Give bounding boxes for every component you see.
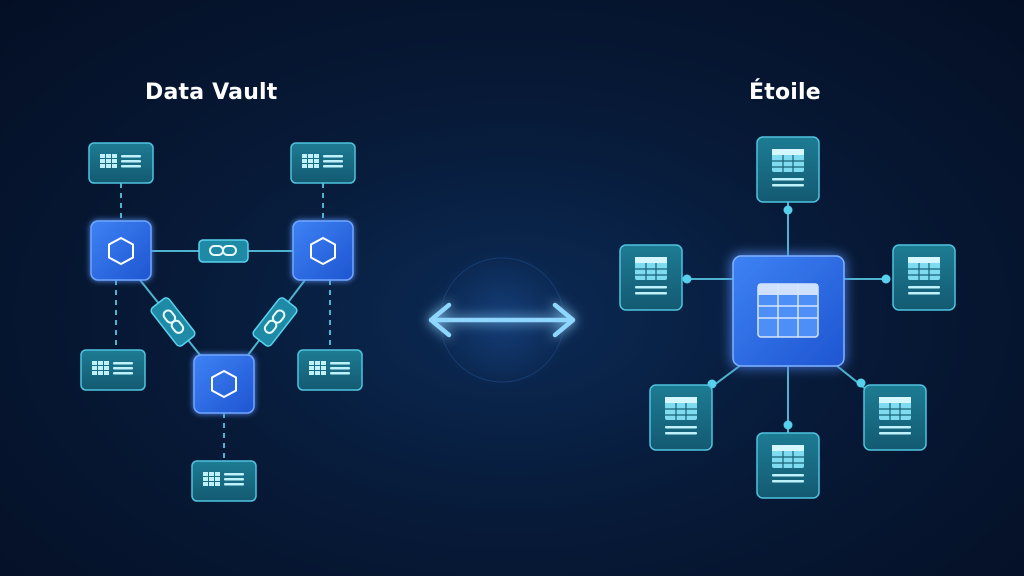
dimension-bottom xyxy=(756,432,820,499)
dimension-left xyxy=(619,244,683,311)
link-node-top xyxy=(198,239,249,263)
link-node-left xyxy=(150,297,196,347)
hub-node-bottom xyxy=(193,354,255,414)
dimension-right xyxy=(892,244,956,311)
chain-link-icon xyxy=(263,309,286,334)
satellite-bottom-left xyxy=(80,349,146,391)
chain-link-icon xyxy=(209,245,237,256)
fact-table-node xyxy=(732,255,845,367)
hub-node-right xyxy=(292,220,354,281)
etoile-title: Étoile xyxy=(749,80,821,105)
satellite-top-left xyxy=(88,142,154,184)
satellite-bottom-right xyxy=(297,349,363,391)
dimension-top xyxy=(756,136,820,203)
double-arrow-icon xyxy=(428,302,576,338)
satellite-top-right xyxy=(290,142,356,184)
link-node-right xyxy=(252,297,298,347)
star-schema-diagram xyxy=(682,176,891,433)
dimension-bottom-left xyxy=(649,384,713,451)
data-vault-diagram xyxy=(90,183,354,461)
dimension-bottom-right xyxy=(863,384,927,451)
hub-node-left xyxy=(90,220,152,281)
satellite-connectors xyxy=(115,183,331,461)
transition-arrow xyxy=(428,250,576,390)
hexagon-icon xyxy=(108,236,134,266)
chain-link-icon xyxy=(162,309,185,334)
hexagon-icon xyxy=(310,236,336,266)
grid-table-icon xyxy=(757,283,819,338)
data-vault-title: Data Vault xyxy=(145,80,278,105)
satellite-bottom-center xyxy=(191,460,257,502)
connector-dots xyxy=(682,205,891,430)
hexagon-icon xyxy=(211,369,237,399)
